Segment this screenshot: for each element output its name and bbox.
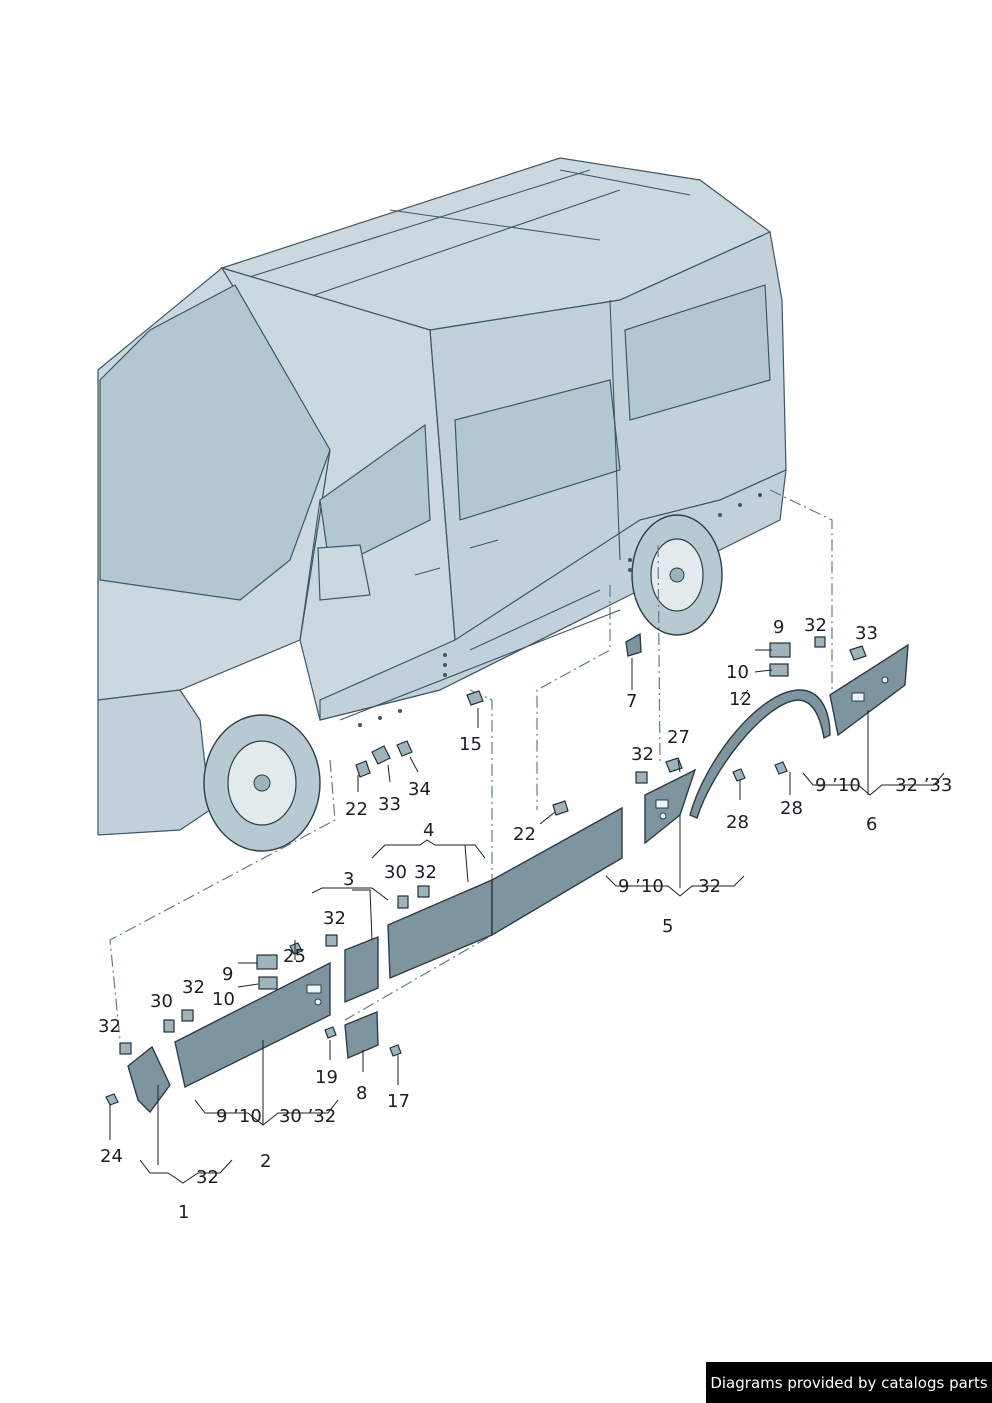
part-7-small-trim [625,632,642,657]
group-label-6: 9 ’10 32 ’33 [815,775,952,796]
callout-9-rear: 9 [773,617,784,638]
callout-10-rear: 10 [726,662,749,683]
group-label-5: 9 ’10 32 [618,876,721,897]
part-2-front-door-trim [174,961,331,1089]
catalog-watermark: Diagrams provided by catalogs parts [706,1362,992,1403]
callout-3: 3 [343,869,354,890]
callout-6: 6 [866,814,877,835]
callout-numbers: 1 2 3 4 5 6 7 8 12 15 17 19 24 25 27 28 … [98,615,952,1223]
callout-2: 2 [260,1151,271,1172]
callout-34: 34 [408,779,431,800]
callout-32-mid: 32 [414,862,437,883]
callout-27: 27 [667,727,690,748]
callout-33-quarter: 33 [855,623,878,644]
group-label-2: 9 ’10 30 ’32 [216,1106,336,1127]
callout-28b: 28 [780,798,803,819]
callout-30-mid: 30 [384,862,407,883]
callout-25: 25 [283,946,306,967]
van-illustration [97,157,787,852]
callout-28a: 28 [726,812,749,833]
group-label-1: 32 [196,1167,219,1188]
part-4-sliding-door-trim [387,806,623,980]
callout-32-front-a: 32 [182,977,205,998]
part-6-rear-quarter-trim [829,643,909,737]
dashed-leader-lines [109,489,833,1041]
callout-33-front: 33 [378,794,401,815]
callout-1: 1 [178,1202,189,1223]
callout-7: 7 [626,691,637,712]
callout-9-front: 9 [222,964,233,985]
callout-32-front-b: 32 [98,1016,121,1037]
callout-22-front: 22 [345,799,368,820]
callout-leaders [109,649,945,1184]
callout-17: 17 [387,1091,410,1112]
callout-5: 5 [662,916,673,937]
callout-12: 12 [729,689,752,710]
part-3-filler-trim [344,935,379,1004]
callout-8: 8 [356,1083,367,1104]
part-5-rear-trim-piece [644,768,697,845]
part-1-front-end-cap [127,1045,171,1114]
callout-19: 19 [315,1067,338,1088]
callout-32-quarter: 32 [804,615,827,636]
callout-32-filler: 32 [323,908,346,929]
part-8-bracket [344,1010,379,1060]
callout-24: 24 [100,1146,123,1167]
callout-4: 4 [423,820,434,841]
callout-10-front: 10 [212,989,235,1010]
callout-32-rear: 32 [631,744,654,765]
callout-15: 15 [459,734,482,755]
callout-30-front: 30 [150,991,173,1012]
part-12-wheel-arch-trim [689,689,831,819]
callout-22-mid: 22 [513,824,536,845]
